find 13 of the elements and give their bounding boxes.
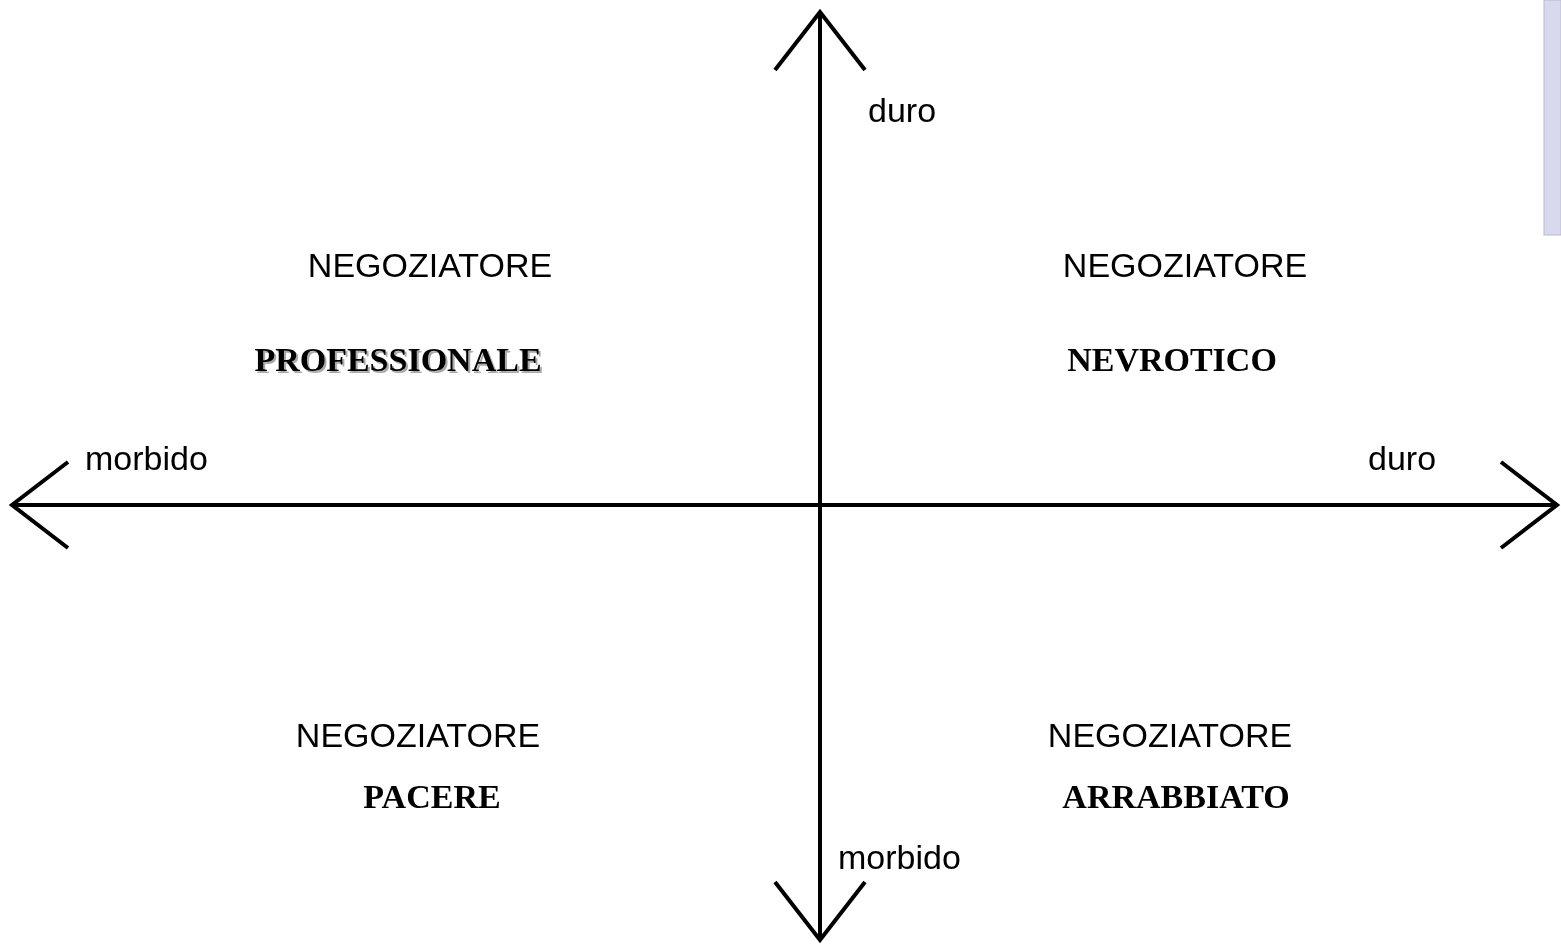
quadrant-heading: NEGOZIATORE bbox=[307, 248, 553, 282]
side-bar bbox=[1543, 0, 1561, 236]
axis-label: morbido bbox=[838, 840, 961, 874]
quadrant-title: NEVROTICO bbox=[1067, 343, 1277, 377]
axis-label: duro bbox=[1368, 441, 1437, 475]
axis-label: duro bbox=[868, 93, 937, 127]
quadrant-heading: NEGOZIATORE bbox=[295, 718, 541, 752]
quadrant-heading: NEGOZIATORE bbox=[1062, 248, 1308, 282]
quadrant-title: ARRABBIATO bbox=[1062, 780, 1290, 814]
quadrant-title: PACERE bbox=[363, 780, 501, 814]
quadrant-title: PROFESSIONALE bbox=[254, 343, 542, 377]
axis-label: morbido bbox=[85, 441, 208, 475]
quadrant-heading: NEGOZIATORE bbox=[1047, 718, 1293, 752]
